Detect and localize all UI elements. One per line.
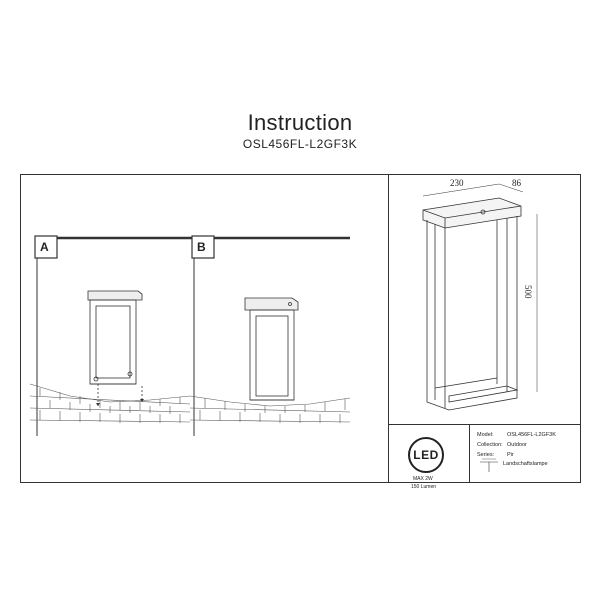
dimension-drawing <box>422 183 538 411</box>
series-value: Pir <box>507 452 514 458</box>
panel-a-illustration <box>29 235 192 436</box>
model-code-subtitle: OSL456FL-L2GF3K <box>242 137 358 151</box>
panel-b-label: B <box>197 240 206 254</box>
width-dimension: 230 <box>450 178 464 188</box>
collection-value: Outdoor <box>507 442 527 448</box>
brick-ground-b <box>189 395 351 423</box>
height-dimension: 500 <box>523 285 533 299</box>
sheet-horizontal-divider <box>388 424 581 425</box>
model-label: Model: <box>477 432 494 438</box>
sheet-vertical-divider <box>388 174 389 483</box>
led-logo: LED <box>408 437 444 473</box>
series-label: Series: <box>477 452 495 458</box>
lamp-drawing-b <box>244 297 299 401</box>
model-value: OSL456FL-L2GF3K <box>507 432 556 438</box>
info-vertical-line <box>469 424 470 483</box>
led-lumen: 150 Lumen <box>411 484 437 490</box>
collection-label: Collection: <box>477 442 503 448</box>
led-max-power: MAX 2W <box>413 476 433 482</box>
panel-a-label: A <box>40 240 49 254</box>
series-marker-icon <box>480 458 498 472</box>
page-title: Instruction <box>247 110 353 135</box>
depth-dimension: 86 <box>512 178 521 188</box>
panel-b-illustration <box>189 235 351 436</box>
type-value: Landschaftslampe <box>503 461 548 467</box>
lamp-drawing-a <box>87 290 143 406</box>
instruction-sheet-frame <box>20 174 581 483</box>
brick-ground-a <box>29 383 191 423</box>
